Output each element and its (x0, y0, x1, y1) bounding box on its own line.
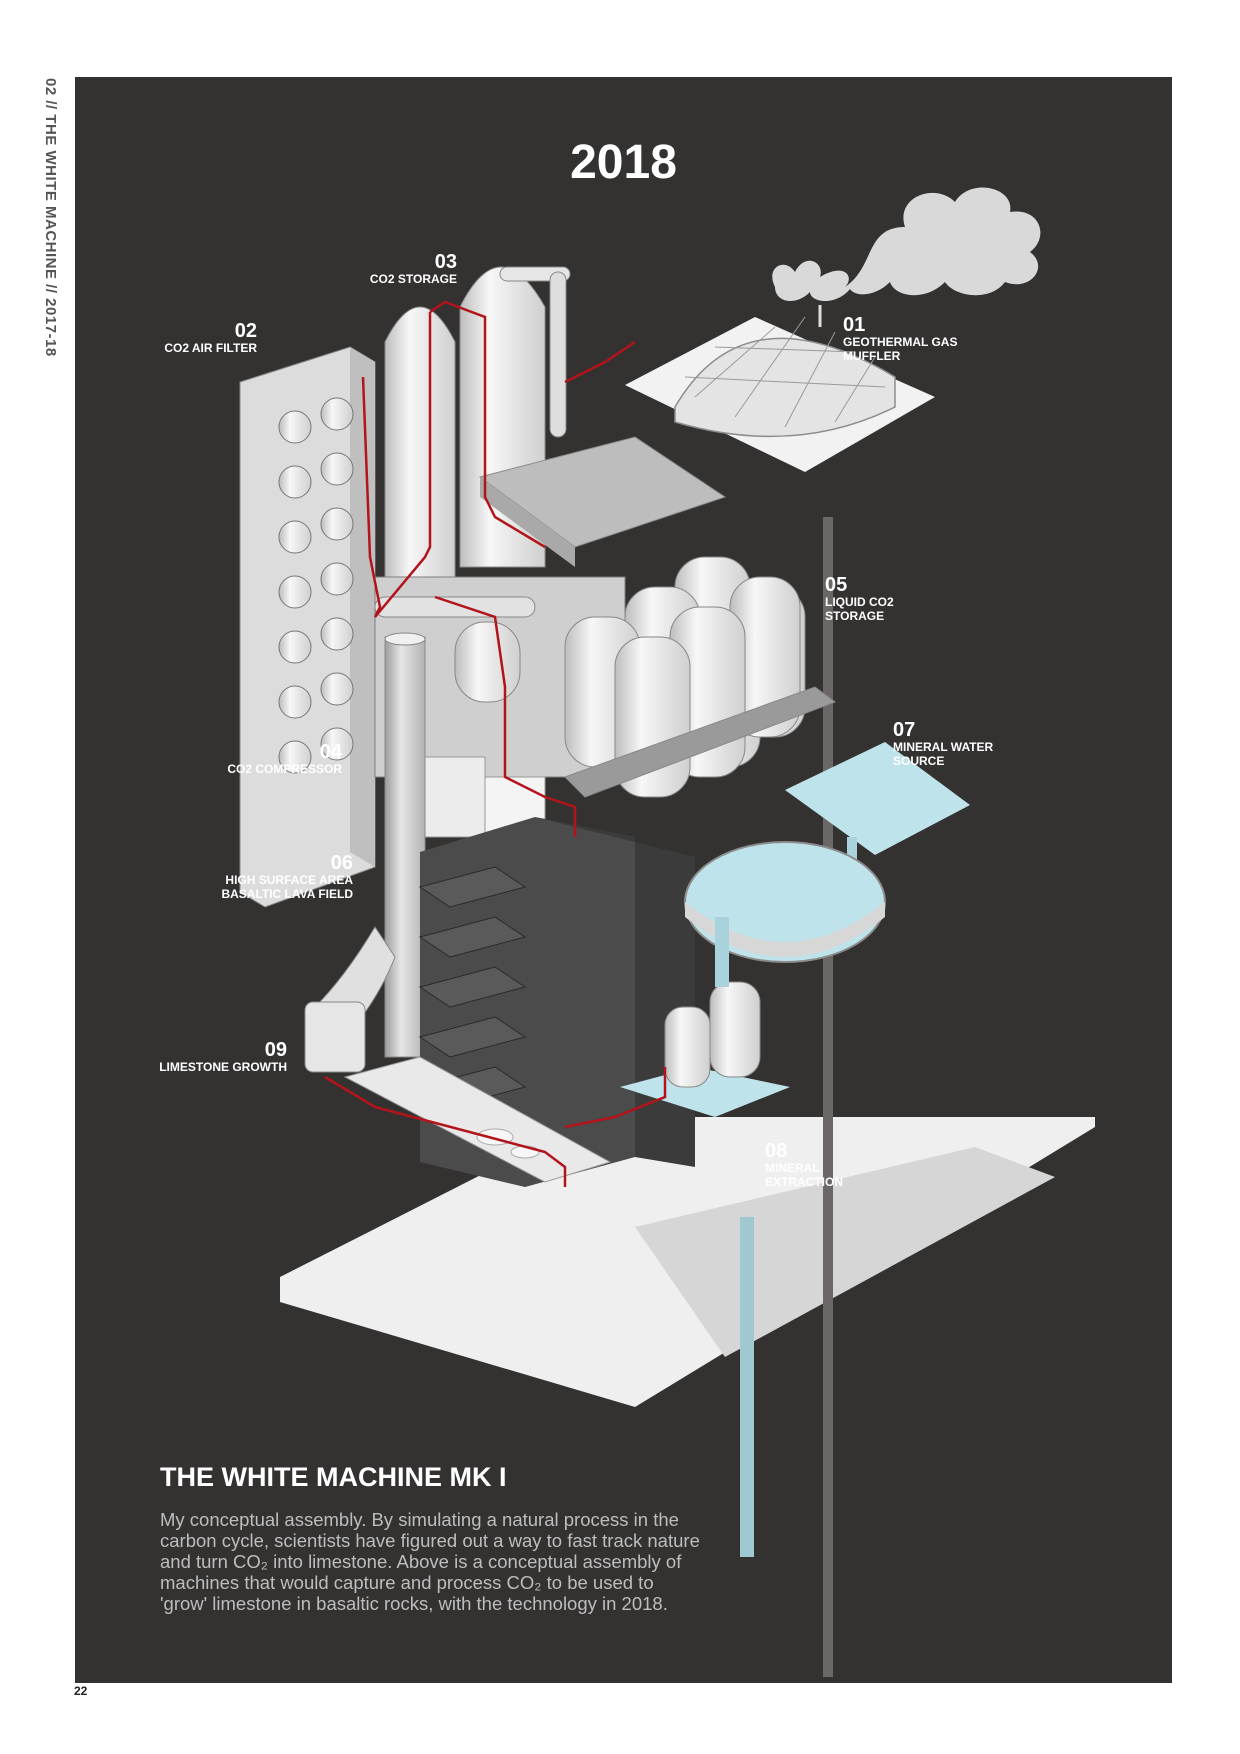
well-pipe (823, 517, 833, 1677)
liquid-co2-tanks (564, 556, 837, 798)
mineral-water-slab (785, 742, 970, 855)
label-text: CO2 COMPRESSOR (227, 762, 342, 776)
label-limestone-growth: 09 LIMESTONE GROWTH (135, 1040, 287, 1074)
label-text: LIQUID CO2 STORAGE (825, 595, 894, 623)
machine-description: My conceptual assembly. By simulating a … (160, 1509, 700, 1614)
label-number: 06 (330, 852, 353, 874)
label-geothermal-gas-muffler: 01 GEOTHERMAL GAS MUFFLER (843, 315, 957, 363)
diagram-panel: 2018 01 GEOTHERMAL GAS MUFFLER 02 CO2 AI… (75, 77, 1172, 1683)
geodesic-dome (674, 337, 896, 438)
label-number: 04 (319, 741, 342, 763)
label-text: LIMESTONE GROWTH (159, 1060, 287, 1074)
label-text: HIGH SURFACE AREA BASALTIC LAVA FIELD (221, 873, 353, 901)
smoke-cloud (772, 187, 1041, 302)
label-number: 02 (234, 320, 257, 342)
label-number: 01 (843, 314, 866, 336)
chimney (384, 636, 426, 1058)
label-text: MINERAL WATER SOURCE (893, 740, 994, 768)
label-number: 09 (264, 1039, 287, 1061)
extraction-pipe (740, 1217, 754, 1557)
machine-illustration (239, 187, 1095, 1677)
label-co2-storage: 03 CO2 STORAGE (325, 252, 457, 286)
label-text: MINERAL EXTRACTION (765, 1161, 843, 1189)
label-number: 07 (893, 719, 916, 741)
label-mineral-water-source: 07 MINERAL WATER SOURCE (893, 720, 993, 768)
label-number: 05 (825, 574, 848, 596)
extraction-slab (620, 1067, 790, 1117)
fan-housing (304, 1001, 366, 1073)
co2-storage-silos (384, 266, 571, 618)
year-heading: 2018 (570, 136, 677, 189)
label-basaltic-lava-field: 06 HIGH SURFACE AREA BASALTIC LAVA FIELD (205, 853, 353, 901)
co2-pipeline (324, 300, 667, 1187)
label-co2-compressor: 04 CO2 COMPRESSOR (215, 742, 342, 776)
page-number: 22 (74, 1684, 88, 1698)
label-co2-air-filter: 02 CO2 AIR FILTER (135, 321, 257, 355)
air-filter-rack (239, 346, 376, 908)
label-mineral-extraction: 08 MINERAL EXTRACTION (765, 1141, 843, 1189)
machine-title: THE WHITE MACHINE MK I (160, 1462, 507, 1492)
section-header-vertical: 02 // THE WHITE MACHINE // 2017-18 (42, 78, 59, 357)
label-number: 08 (765, 1140, 788, 1162)
label-text: GEOTHERMAL GAS MUFFLER (843, 335, 958, 363)
label-text: CO2 STORAGE (369, 272, 457, 286)
label-liquid-co2-storage: 05 LIQUID CO2 STORAGE (825, 575, 894, 623)
label-number: 03 (434, 251, 457, 273)
label-text: CO2 AIR FILTER (164, 341, 257, 355)
